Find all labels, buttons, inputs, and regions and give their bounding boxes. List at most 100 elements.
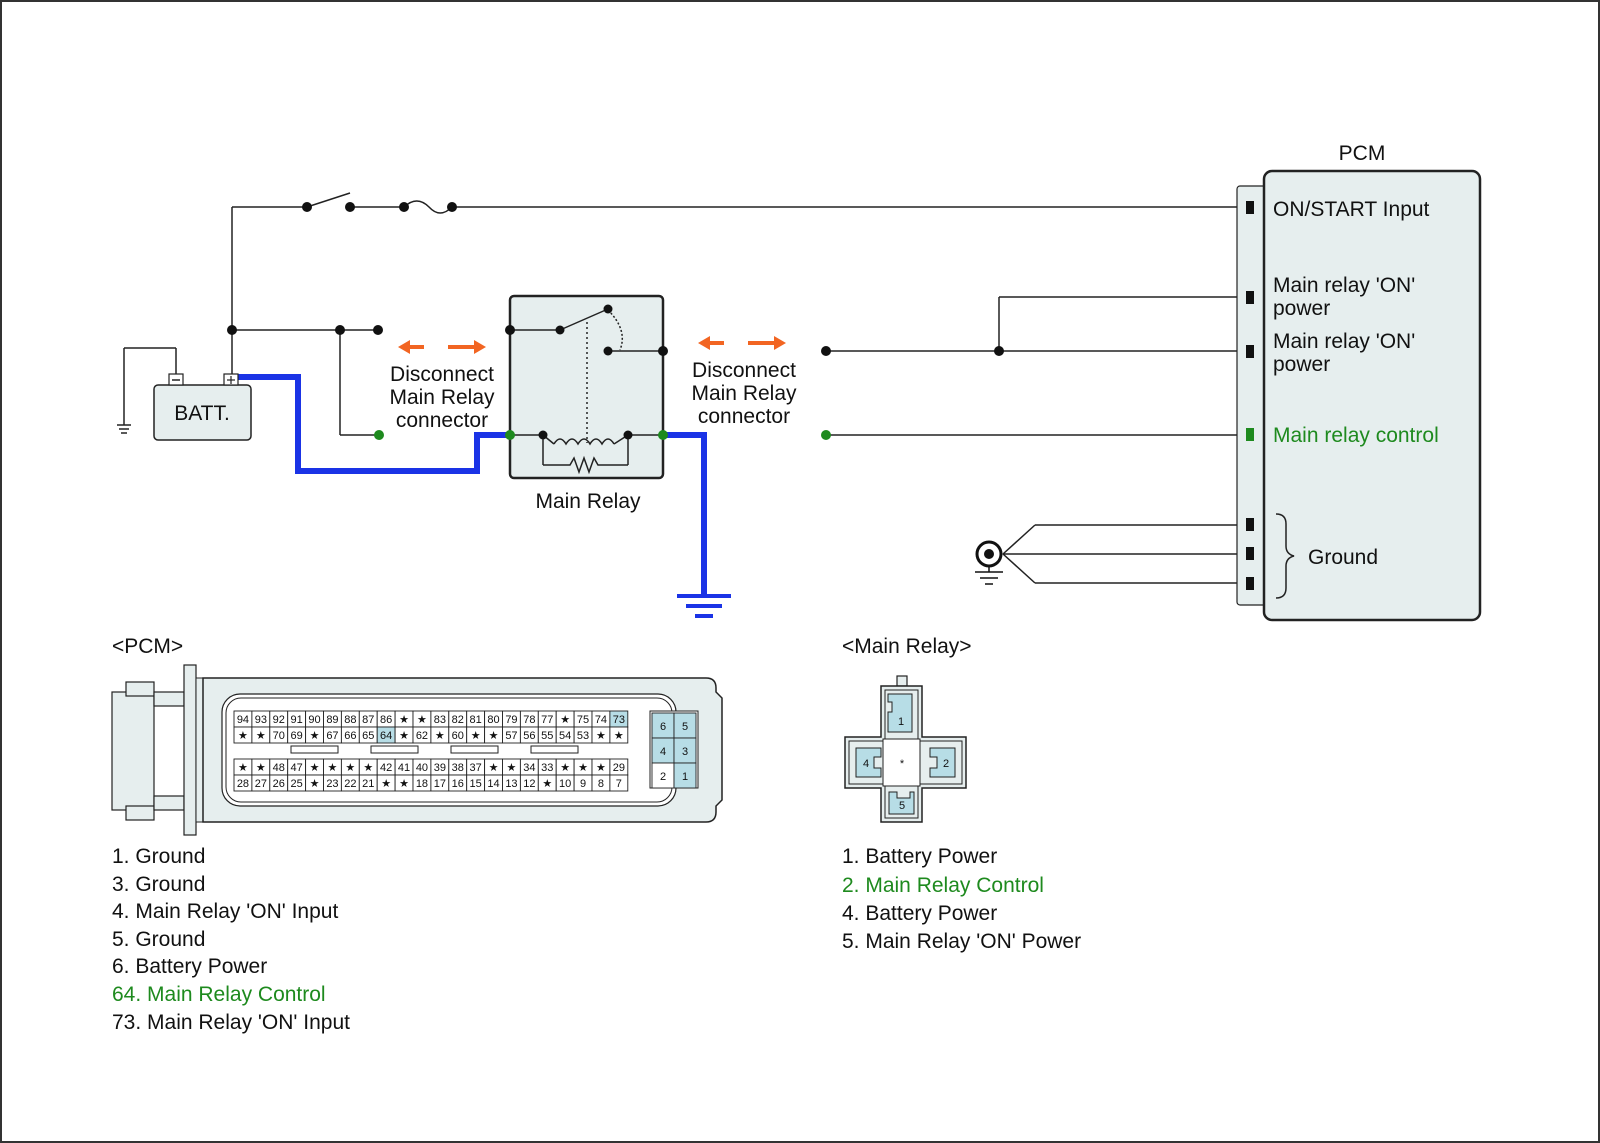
pcm-pin-label: 21 (362, 778, 374, 790)
relay-connector-title: <Main Relay> (842, 635, 972, 658)
pcm-pin-label: 90 (308, 714, 320, 726)
relay-pin-legend: 1. Battery Power 2. Main Relay Control 4… (842, 845, 1081, 953)
pcm-pin-label: ★ (345, 762, 355, 774)
pcm-pin-label: ★ (489, 730, 499, 742)
pcm-pin-label: ★ (596, 730, 606, 742)
pcm-pin-label: 22 (344, 778, 356, 790)
pcm-pin-label: 41 (398, 762, 410, 774)
disconnect-left-line1: Disconnect (390, 363, 494, 386)
pcm-legend-item: 4. Main Relay 'ON' Input (112, 900, 338, 923)
pcm-pin-label: 69 (291, 730, 303, 742)
pcm-pin-label: ★ (310, 730, 320, 742)
pcm-pin-label: 88 (344, 714, 356, 726)
main-relay-label: Main Relay (535, 490, 641, 513)
relay-pin-empty: * (900, 758, 905, 770)
pcm-main-relay-on-1-line2: power (1273, 297, 1330, 320)
pcm-pin-label: 56 (523, 730, 535, 742)
pcm-pin-label: 37 (470, 762, 482, 774)
pcm-pin-label: ★ (238, 762, 248, 774)
pcm-legend-item: 6. Battery Power (112, 955, 267, 978)
pcm-pin-label: 12 (523, 778, 535, 790)
pcm-pin-label: 79 (505, 714, 517, 726)
pcm-small-pin-label: 2 (660, 771, 666, 783)
pcm-pin-label: ★ (542, 778, 552, 790)
pcm-pin-label: ★ (560, 762, 570, 774)
pcm-ground-label: Ground (1308, 546, 1378, 569)
pcm-module: PCM ON/START Input Main relay 'ON' power… (1236, 142, 1482, 622)
disconnect-right-line2: Main Relay (691, 382, 797, 405)
pcm-pin-label: 78 (523, 714, 535, 726)
pcm-pin-label: 13 (505, 778, 517, 790)
pcm-pin-label: 80 (487, 714, 499, 726)
pcm-pin-label: 17 (434, 778, 446, 790)
relay-legend-item: 1. Battery Power (842, 845, 997, 868)
pcm-pin-label: ★ (614, 730, 624, 742)
disconnect-right-line1: Disconnect (692, 359, 796, 382)
pcm-pin-label: 66 (344, 730, 356, 742)
relay-pin-1: 1 (898, 716, 904, 728)
pcm-legend-item: 5. Ground (112, 928, 205, 951)
pcm-pin-label: ★ (381, 778, 391, 790)
pcm-pin-label: 26 (273, 778, 285, 790)
pcm-pin-label: ★ (328, 762, 338, 774)
pcm-pin-label: 57 (505, 730, 517, 742)
pcm-pin-label: 60 (452, 730, 464, 742)
pcm-pin-cell (609, 726, 629, 744)
pcm-pin-label: 39 (434, 762, 446, 774)
pcm-pin-label: 87 (362, 714, 374, 726)
pcm-pin-label: 27 (255, 778, 267, 790)
pcm-pin-label: 83 (434, 714, 446, 726)
pcm-pin-label: ★ (256, 762, 266, 774)
thick-ground-wire (236, 374, 707, 596)
pcm-pin-label: 54 (559, 730, 571, 742)
pcm-pin-label: 23 (326, 778, 338, 790)
battery-label: BATT. (174, 402, 230, 425)
disconnect-left-line2: Main Relay (389, 386, 495, 409)
relay-legend-item-highlight: 2. Main Relay Control (842, 874, 1044, 897)
pcm-pin-label: 65 (362, 730, 374, 742)
battery: BATT. (153, 373, 252, 441)
pcm-pin-label: 33 (541, 762, 553, 774)
pcm-pin-label: 73 (613, 714, 625, 726)
pcm-main-relay-on-2-line2: power (1273, 353, 1330, 376)
pcm-pin-label: ★ (471, 730, 481, 742)
pcm-legend-item: 3. Ground (112, 873, 205, 896)
pcm-pin-label: ★ (507, 762, 517, 774)
pcm-pin-label: ★ (363, 762, 373, 774)
pcm-small-pin-label: 1 (682, 771, 688, 783)
relay-pin-5: 5 (899, 800, 905, 812)
pcm-pin-label: 81 (470, 714, 482, 726)
pcm-pin-label: 10 (559, 778, 571, 790)
relay-pin-4: 4 (863, 758, 869, 770)
pcm-ground-symbol (975, 540, 1003, 585)
pcm-pin-label: 8 (598, 778, 604, 790)
relay-pin-2: 2 (943, 758, 949, 770)
pcm-pin-label: ★ (238, 730, 248, 742)
junction-dots (227, 202, 1004, 356)
pcm-small-pin-label: 5 (682, 721, 688, 733)
pcm-pin-label: ★ (399, 714, 409, 726)
control-dots (374, 430, 831, 440)
pcm-small-pin-label: 4 (660, 746, 666, 758)
pcm-legend-item-highlight: 64. Main Relay Control (112, 983, 326, 1006)
pcm-pin-label: 7 (616, 778, 622, 790)
relay-legend-item: 4. Battery Power (842, 902, 997, 925)
pcm-pin-label: ★ (256, 730, 266, 742)
pcm-pin-label: 16 (452, 778, 464, 790)
pcm-pin-label: 94 (237, 714, 249, 726)
pcm-pin-label: 15 (470, 778, 482, 790)
pcm-pin-label: 40 (416, 762, 428, 774)
pcm-pin-label: ★ (578, 762, 588, 774)
disconnect-arrows-right (698, 336, 786, 350)
pcm-pin-label: 9 (580, 778, 586, 790)
pcm-pin-label: 14 (487, 778, 499, 790)
pcm-small-pin-label: 3 (682, 746, 688, 758)
pcm-on-start-input: ON/START Input (1273, 198, 1430, 221)
pcm-pin-label: ★ (489, 762, 499, 774)
pcm-pin-label: ★ (596, 762, 606, 774)
pcm-pin-label: ★ (310, 762, 320, 774)
relay-legend-item: 5. Main Relay 'ON' Power (842, 930, 1081, 953)
pcm-pin-label: 82 (452, 714, 464, 726)
